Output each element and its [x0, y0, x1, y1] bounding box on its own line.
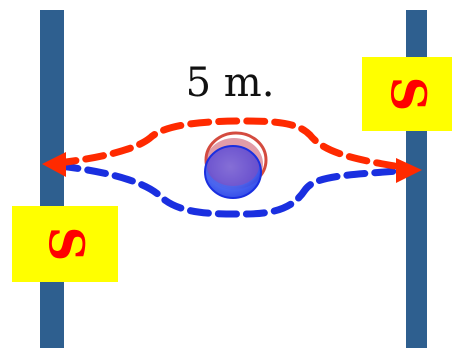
red-path	[54, 117, 399, 170]
left-sign-letter: S	[36, 226, 93, 262]
left-sign: S	[12, 206, 118, 282]
right-arrowhead	[396, 158, 422, 183]
left-pole	[40, 10, 64, 348]
right-sign: S	[362, 57, 452, 131]
blue-path	[56, 162, 414, 218]
left-arrowhead	[42, 152, 66, 177]
ball	[204, 131, 268, 199]
distance-label: 5 m.	[185, 60, 275, 106]
right-sign-letter: S	[378, 76, 435, 112]
